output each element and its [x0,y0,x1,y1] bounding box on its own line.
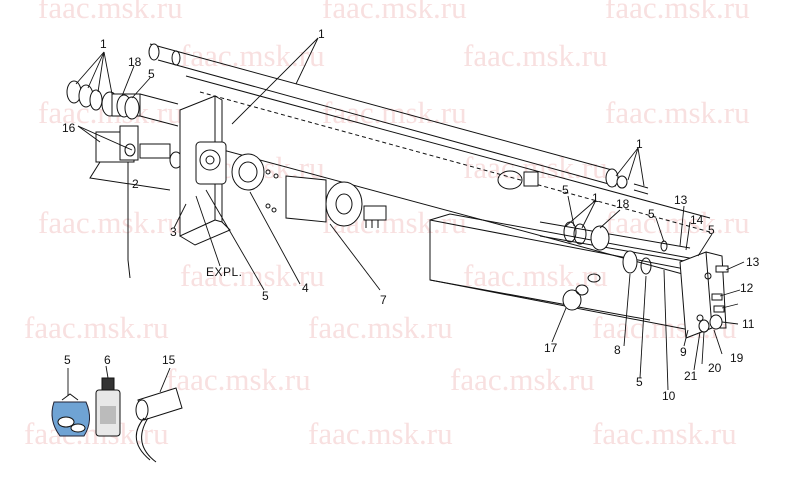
callout-5: 5 [562,183,569,197]
callout-3: 3 [170,225,177,239]
callout-1: 1 [318,27,325,41]
callout-1: 1 [636,137,643,151]
callout-16: 16 [62,121,76,135]
end-pins [616,175,649,195]
piston-rod-right [539,221,691,275]
pump-body [195,141,227,185]
callout-10: 10 [662,389,676,403]
electric-motor [265,175,387,228]
piston-assembly-left [66,80,179,127]
callout-12: 12 [740,281,754,295]
callout-14: 14 [690,213,704,227]
callout-11: 11 [742,317,755,331]
callout-18: 18 [616,197,630,211]
callout-5: 5 [148,67,155,81]
callout-5: 5 [708,223,715,237]
callout-7: 7 [380,293,387,307]
callout-2: 2 [132,177,139,191]
callout-5: 5 [64,353,71,367]
cylinder-tube [185,75,711,277]
callout-18: 18 [128,55,142,69]
callout-5: 5 [648,207,655,221]
callout-13: 13 [674,193,688,207]
leader-lines [67,37,745,396]
callout-6: 6 [104,353,111,367]
callout-4: 4 [302,281,309,295]
callout-5: 5 [262,289,269,303]
callout-19: 19 [730,351,744,365]
solenoid-valve [89,125,183,279]
callout-8: 8 [614,343,621,357]
callout-20: 20 [708,361,722,375]
callout-9: 9 [680,345,687,359]
oil-bottle [95,377,121,437]
callout-expl: EXPL. [206,265,243,279]
callout-5: 5 [636,375,643,389]
gear-pump [231,153,279,191]
screws-right [698,265,729,333]
end-plate-right [679,251,727,339]
release-knob [562,273,601,311]
tie-rod-upper [148,43,619,188]
callout-17: 17 [544,341,558,355]
callout-13: 13 [746,255,760,269]
seal-kit-bag [51,393,90,437]
callout-15: 15 [162,353,176,367]
callout-1: 1 [100,37,107,51]
outer-casing [429,213,702,331]
callout-21: 21 [684,369,698,383]
capacitor [135,387,183,463]
callout-1: 1 [592,191,599,205]
hose-clamp [497,170,539,190]
